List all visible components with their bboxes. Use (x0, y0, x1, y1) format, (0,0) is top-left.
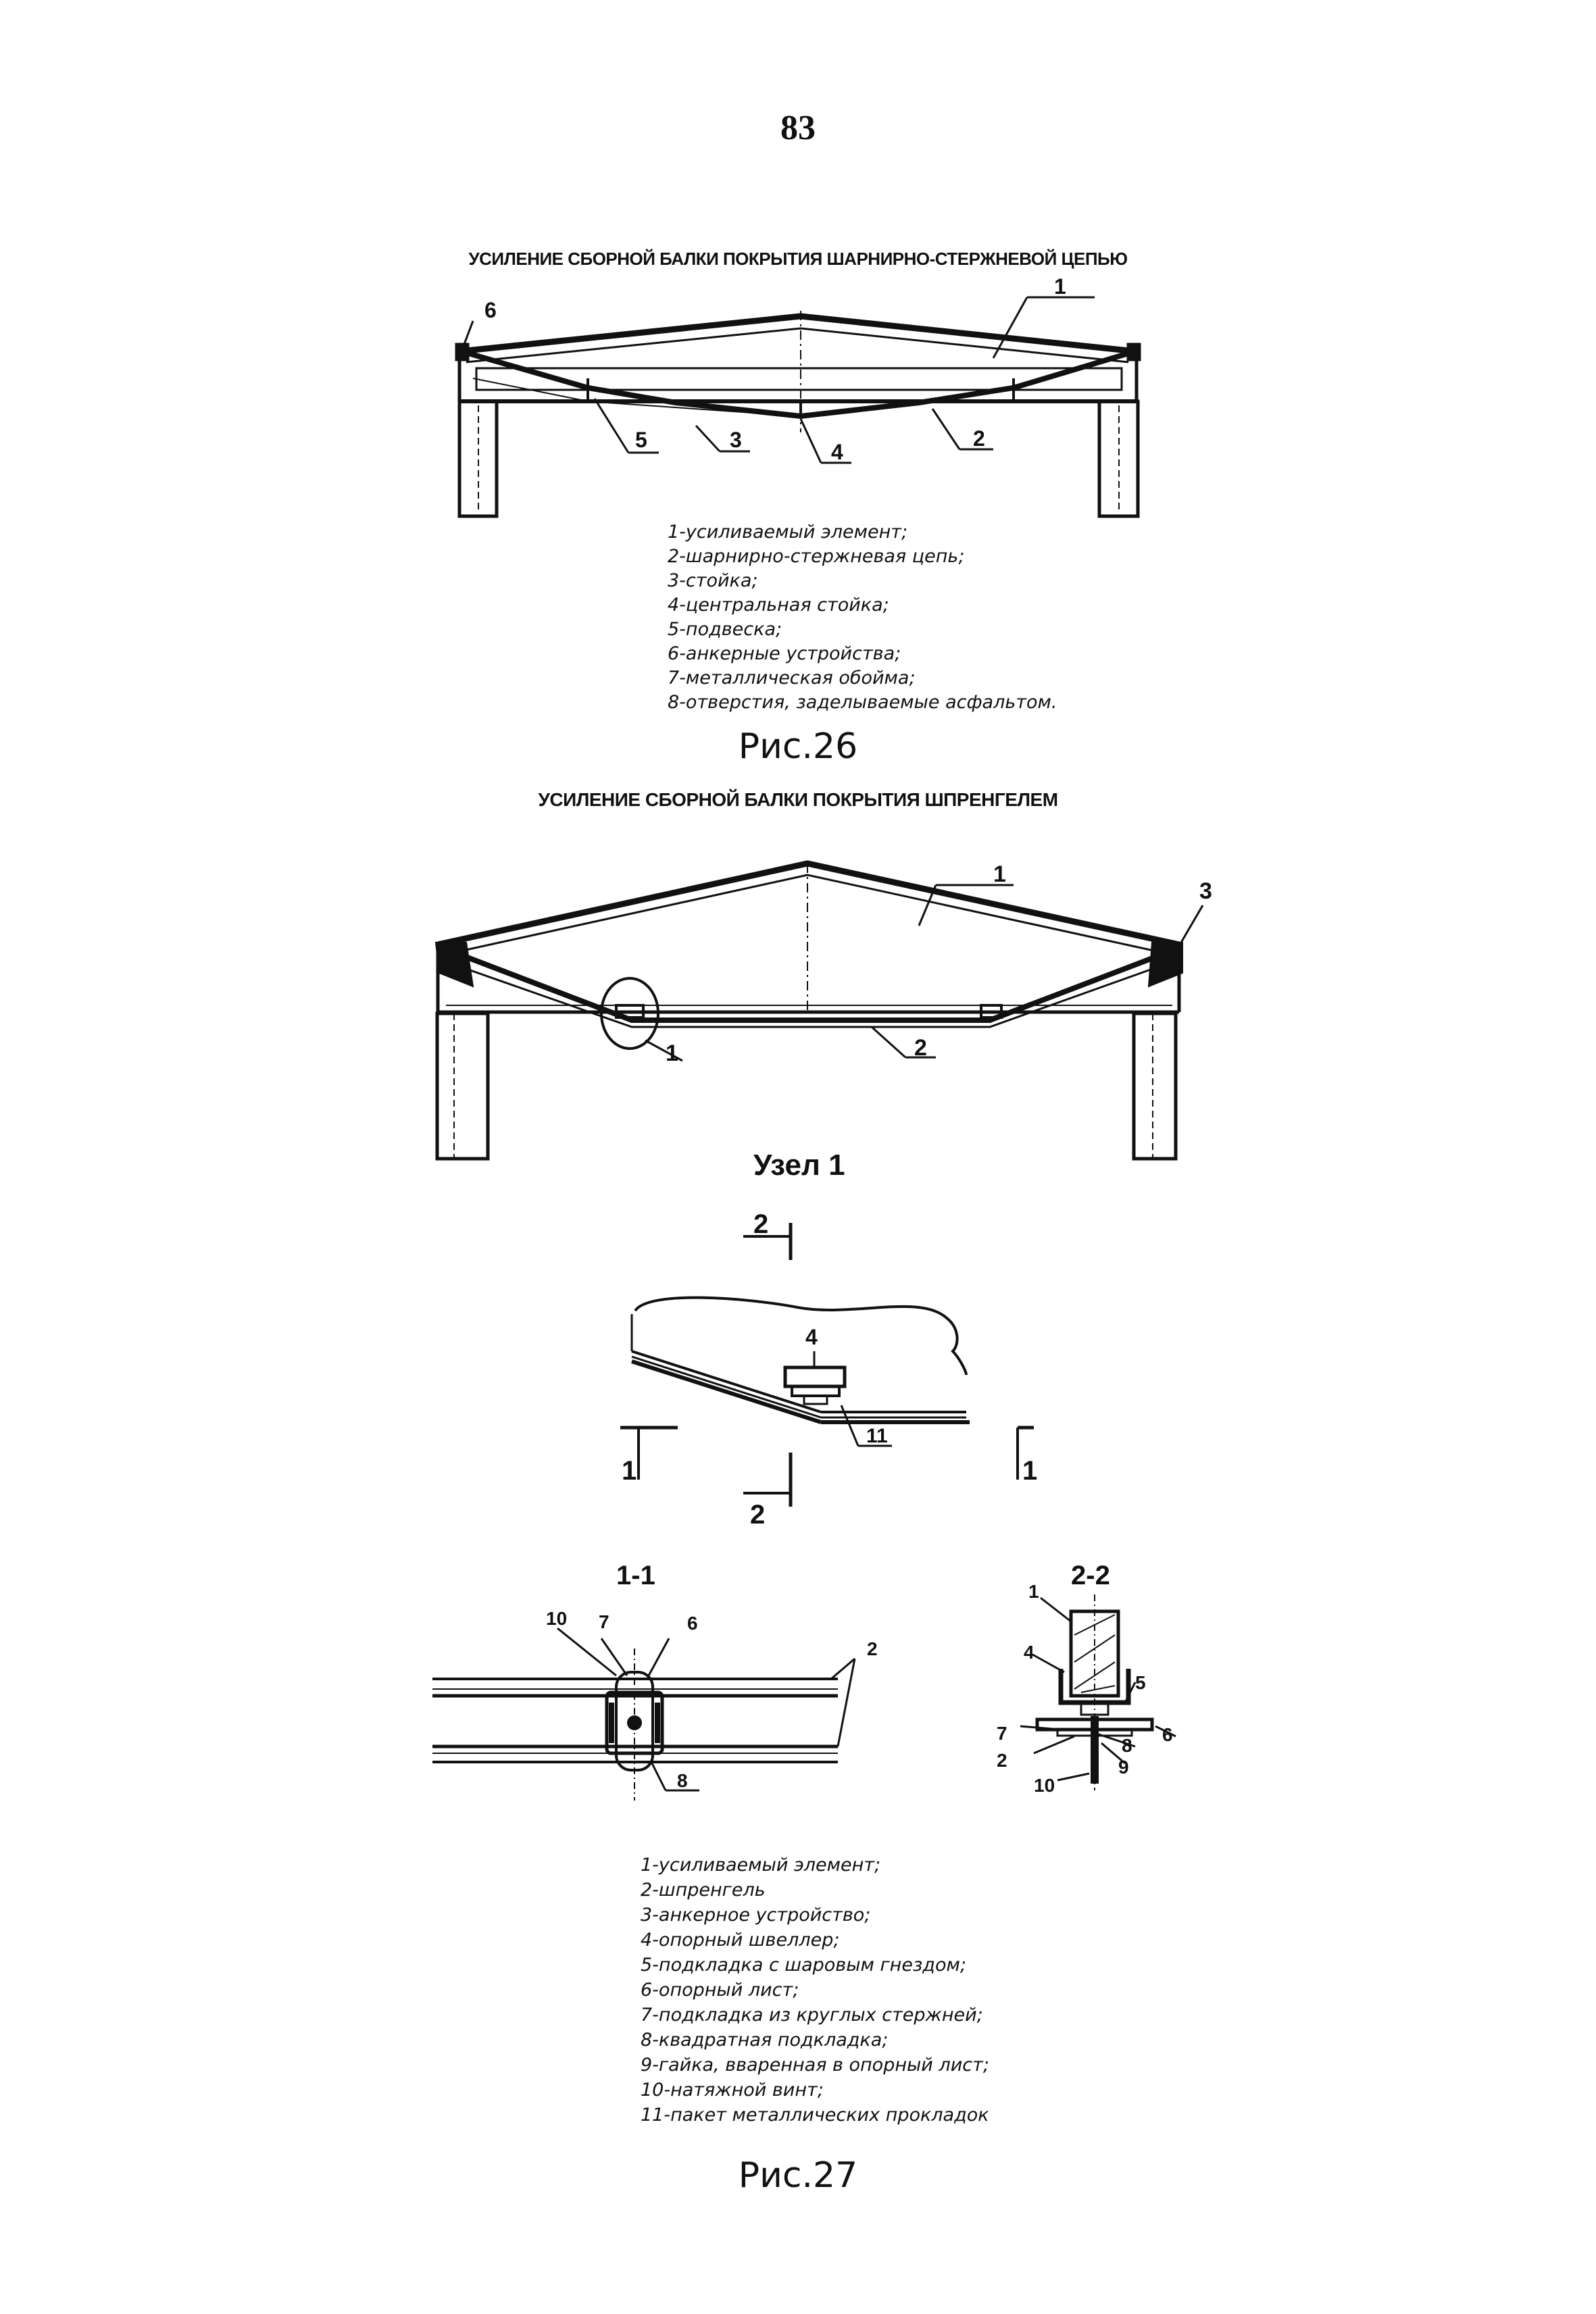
fig27-node-circle (600, 977, 659, 1050)
node-callout-4: 4 (805, 1325, 818, 1349)
node-section-mark-1-right: 1 (1022, 1456, 1037, 1486)
fig27-callout-node-1: 1 (666, 1040, 678, 1066)
node-channel (783, 1365, 847, 1388)
fig26-callout-6: 6 (484, 298, 497, 322)
fig27-beam-top (437, 860, 1180, 948)
fig26-callout-2: 2 (973, 426, 985, 451)
fig27-legend-item: 2-шпренгель (641, 1880, 766, 1901)
fig27-legend-item: 9-гайка, вваренная в опорный лист; (641, 2055, 989, 2076)
s22-callout-4: 4 (1024, 1642, 1034, 1663)
page-number: 83 (780, 109, 816, 147)
fig27-callout-2: 2 (914, 1035, 927, 1061)
node-callout-11: 11 (866, 1425, 888, 1447)
s22-callout-2: 2 (997, 1750, 1007, 1771)
s11-callout-7: 7 (599, 1611, 609, 1632)
fig27-legend-item: 5-подкладка с шаровым гнездом; (641, 1955, 966, 1976)
section-2-2-title: 2-2 (1071, 1561, 1110, 1590)
fig26-caption: Рис.26 (738, 726, 858, 767)
fig26-legend-item: 8-отверстия, заделываемые асфальтом. (668, 692, 1057, 713)
fig27-title: УСИЛЕНИЕ СБОРНОЙ БАЛКИ ПОКРЫТИЯ ШПРЕНГЕЛ… (538, 789, 1058, 810)
fig27-callout-3: 3 (1199, 878, 1212, 904)
fig27-legend: 1-усиливаемый элемент; 2-шпренгель 3-анк… (641, 1853, 989, 2128)
s22-callout-9: 9 (1118, 1757, 1129, 1778)
s22-callout-5: 5 (1135, 1672, 1146, 1693)
s11-callout-8: 8 (677, 1770, 688, 1791)
node-title: Узел 1 (753, 1149, 845, 1182)
s11-callout-2: 2 (867, 1638, 878, 1659)
fig26-chain (460, 349, 1137, 420)
s22-callout-6: 6 (1162, 1724, 1173, 1745)
fig26-legend-item: 5-подвеска; (668, 619, 782, 640)
node-break-line (634, 1296, 968, 1376)
fig27-legend-item: 7-подкладка из круглых стержней; (641, 2005, 983, 2026)
s22-callout-10: 10 (1034, 1775, 1055, 1796)
fig27-caption: Рис.27 (738, 2155, 858, 2196)
node-section-mark-2-top: 2 (753, 1209, 768, 1239)
section-1-1 (432, 1627, 856, 1801)
fig27-legend-item: 11-пакет металлических прокладок (641, 2105, 989, 2126)
section-1-1-title: 1-1 (616, 1561, 655, 1590)
s22-callout-8: 8 (1122, 1735, 1132, 1756)
fig26-right-column (1097, 399, 1140, 518)
fig27-sprengel (445, 947, 1177, 1023)
fig26-title: УСИЛЕНИЕ СБОРНОЙ БАЛКИ ПОКРЫТИЯ ШАРНИРНО… (468, 249, 1128, 269)
fig27-left-column (435, 1011, 490, 1161)
s11-callout-10: 10 (546, 1608, 567, 1629)
fig26-legend-item: 3-стойка; (668, 570, 758, 591)
s22-callout-1: 1 (1028, 1581, 1039, 1602)
fig26-legend-item: 4-центральная стойка; (668, 595, 889, 615)
section-2-2 (1020, 1594, 1176, 1790)
node-section-mark-2-bottom: 2 (750, 1500, 765, 1530)
fig26-legend-item: 6-анкерные устройства; (668, 643, 901, 664)
fig26-legend-item: 7-металлическая обойма; (668, 668, 916, 688)
fig26-legend-item: 1-усиливаемый элемент; (668, 522, 908, 543)
fig26-legend-item: 2-шарнирно-стержневая цепь; (668, 546, 965, 567)
s22-callout-7: 7 (997, 1723, 1007, 1744)
fig26-callout-1: 1 (1054, 274, 1066, 299)
fig26-callout-4: 4 (831, 440, 843, 464)
fig26-legend: 1-усиливаемый элемент; 2-шарнирно-стержн… (668, 520, 1057, 715)
fig27-legend-item: 8-квадратная подкладка; (641, 2030, 889, 2051)
s11-callout-6: 6 (687, 1613, 698, 1634)
fig27-callout-1: 1 (993, 861, 1006, 887)
fig27-legend-item: 4-опорный швеллер; (641, 1930, 840, 1951)
fig27-legend-item: 1-усиливаемый элемент; (641, 1855, 881, 1876)
fig26-left-column (457, 399, 499, 518)
fig26-beam-top (459, 313, 1136, 355)
fig26-callout-5: 5 (635, 428, 647, 452)
fig27-legend-item: 6-опорный лист; (641, 1980, 799, 2001)
fig27-legend-item: 10-натяжной винт; (641, 2080, 824, 2101)
node-section-mark-1-left: 1 (622, 1456, 637, 1486)
fig26-callout-3: 3 (730, 428, 742, 452)
fig27-legend-item: 3-анкерное устройство; (641, 1905, 871, 1926)
fig27-right-column (1132, 1011, 1178, 1161)
